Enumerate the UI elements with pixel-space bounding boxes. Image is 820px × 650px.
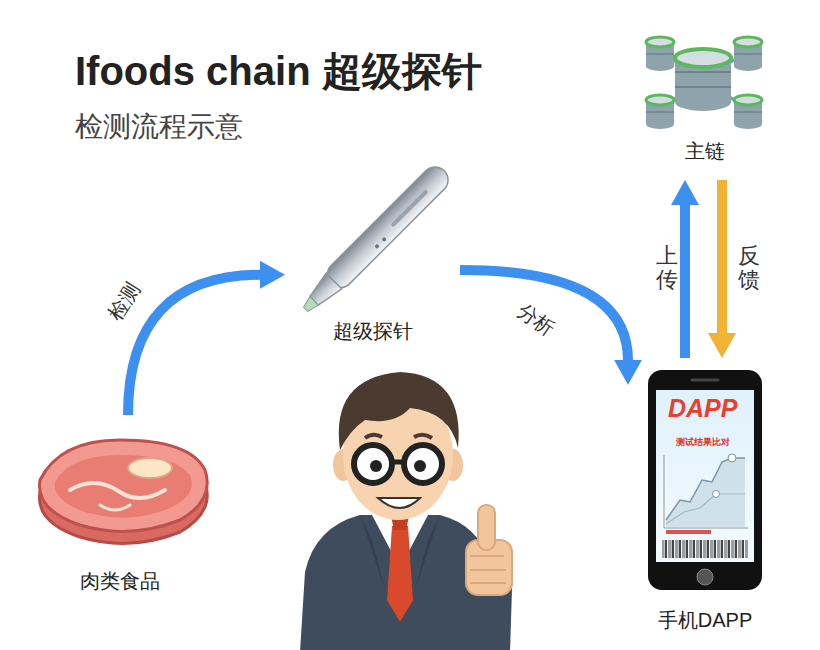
edge-label: 反馈	[738, 242, 760, 294]
person-figure	[300, 372, 512, 650]
flow-arrow	[460, 270, 628, 361]
flow-arrow	[128, 275, 261, 415]
node-label: 主链	[628, 138, 782, 165]
probe-icon	[296, 162, 453, 319]
chain-icon	[646, 37, 762, 129]
icon-node: 手机DAPP	[628, 358, 782, 640]
node-label: 肉类食品	[20, 568, 220, 595]
edge-label: 检测	[101, 276, 147, 328]
icon-node: 主链	[628, 35, 782, 180]
screen-title: DAPP	[668, 394, 737, 423]
screen-caption: 测试结果比对	[676, 436, 730, 449]
node-label: 超级探针	[285, 318, 460, 345]
diagram-title: Ifoods chain 超级探针	[75, 44, 482, 99]
icon-node: 超级探针	[285, 150, 460, 345]
edge-label: 上传	[656, 242, 678, 294]
edge-label: 分析	[510, 296, 562, 343]
node-label: 手机DAPP	[628, 607, 782, 634]
meat-icon	[40, 440, 208, 543]
phone-icon	[648, 370, 762, 590]
flow-arrow	[717, 180, 727, 334]
icon-node: 肉类食品	[20, 415, 220, 600]
subtitle: 检测流程示意	[75, 108, 243, 146]
flow-arrow	[680, 204, 690, 358]
